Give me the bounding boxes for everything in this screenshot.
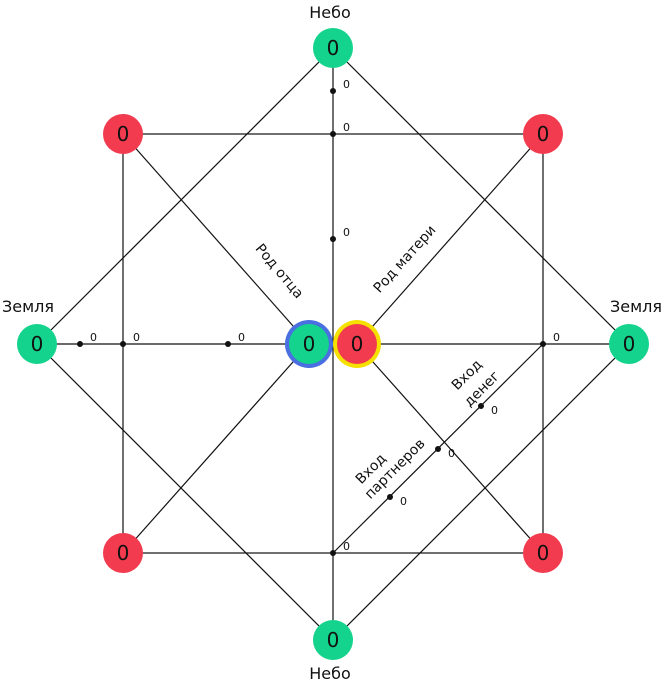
label-mother-line: Род матери [371,222,440,296]
diagonal-father [122,133,310,345]
node-top-value: 0 [327,36,340,60]
label-bottom-sky: Небо [309,664,351,683]
point-partners [387,494,393,500]
point-labels: 0 0 0 0 0 0 0 0 0 0 0 [90,78,560,553]
diagonal-lower-right [356,343,544,554]
label-point-top-upper: 0 [343,78,350,91]
node-bottom-left: 0 [103,533,143,573]
node-bottom: 0 [313,620,353,660]
node-center-right: 0 [333,320,381,368]
outer-labels: Небо Небо Земля Земля [2,3,662,683]
label-father-line: Род отца [252,241,307,302]
point-cross [435,446,441,452]
label-point-partners: 0 [400,495,407,508]
point-markers [77,88,546,556]
point-left-outer [77,341,83,347]
point-top-square [330,131,336,137]
label-point-right-square: 0 [553,331,560,344]
label-point-left-outer: 0 [90,331,97,344]
label-point-top-square: 0 [343,121,350,134]
node-bottom-left-value: 0 [117,541,130,565]
point-left-square [120,341,126,347]
label-top-sky: Небо [309,3,351,22]
point-right-square [540,341,546,347]
point-bottom-square [330,550,336,556]
label-left-earth: Земля [2,297,54,316]
point-top-mid [330,236,336,242]
node-left: 0 [17,324,57,364]
diagonal-mother [356,133,544,345]
node-top: 0 [313,28,353,68]
nodes: 0 0 0 0 0 0 0 0 [17,28,649,660]
node-center-right-value: 0 [351,332,364,356]
label-point-left-mid: 0 [238,331,245,344]
node-top-left: 0 [103,114,143,154]
node-bottom-right: 0 [523,533,563,573]
label-right-earth: Земля [610,297,662,316]
label-point-top-mid: 0 [343,226,350,239]
point-left-mid [225,341,231,347]
node-bottom-right-value: 0 [537,541,550,565]
node-left-value: 0 [31,332,44,356]
point-top-upper [330,88,336,94]
diagonal-lower-left [122,343,310,554]
node-top-left-value: 0 [117,122,130,146]
point-money [478,403,484,409]
label-point-cross: 0 [448,447,455,460]
label-point-bottom-square: 0 [343,540,350,553]
label-point-left-square: 0 [133,331,140,344]
node-center-left-value: 0 [303,332,316,356]
node-center-left: 0 [285,320,333,368]
node-top-right-value: 0 [537,122,550,146]
node-right: 0 [609,324,649,364]
node-top-right: 0 [523,114,563,154]
label-point-money: 0 [491,404,498,417]
node-bottom-value: 0 [327,628,340,652]
line-labels: Род отца Род матери Вход денег Вход парт… [252,222,503,502]
node-right-value: 0 [623,332,636,356]
